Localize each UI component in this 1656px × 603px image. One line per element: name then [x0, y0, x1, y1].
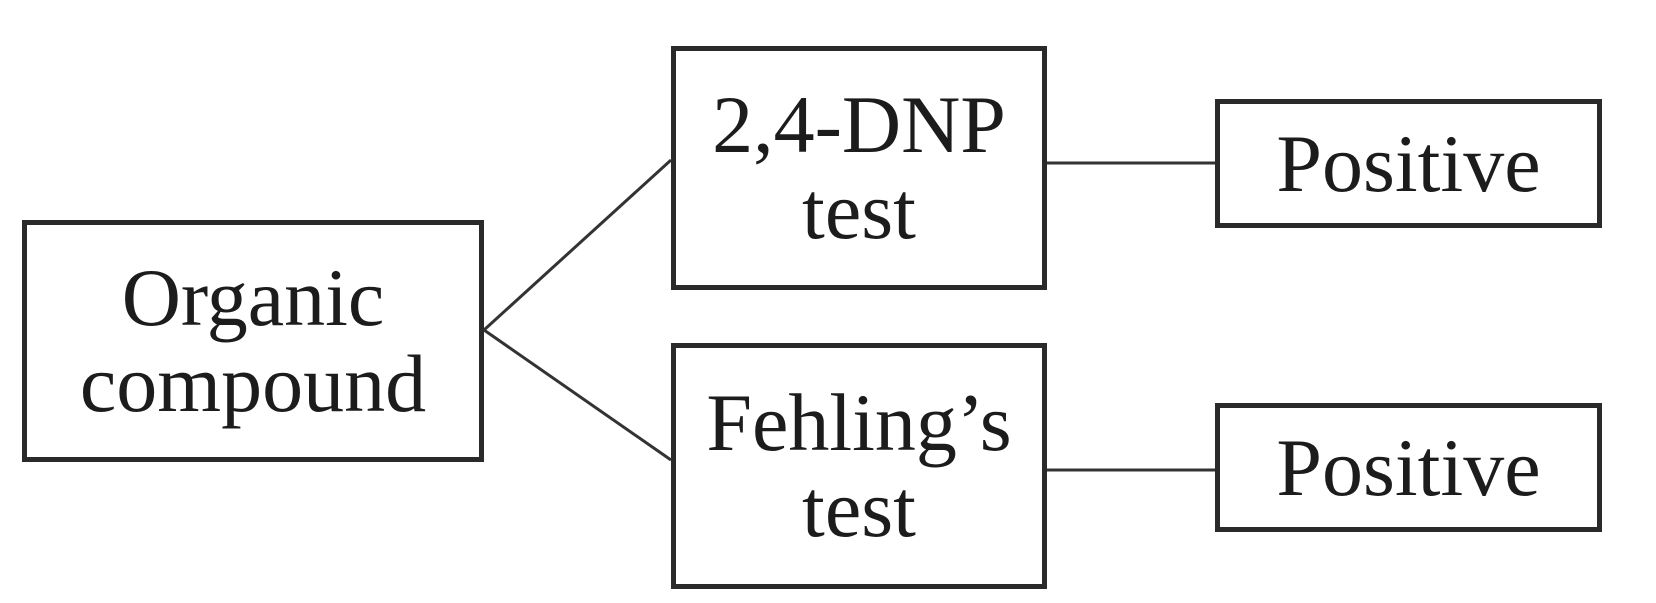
organic-compound-label-line2: compound — [79, 338, 427, 429]
connector-organic-to-dnp — [482, 158, 673, 332]
fehling-test-box: Fehling’s test — [671, 343, 1047, 589]
fehling-test-label-line1: Fehling’s — [706, 377, 1012, 468]
fehling-result-box: Positive — [1215, 403, 1602, 532]
connector-organic-to-fehling — [483, 328, 672, 462]
dnp-test-label-line2: test — [802, 165, 916, 256]
organic-compound-label-line1: Organic — [121, 252, 385, 343]
organic-compound-box: Organic compound — [22, 220, 484, 462]
fehling-result-label: Positive — [1276, 421, 1541, 513]
dnp-result-label: Positive — [1276, 117, 1541, 209]
dnp-test-label-line1: 2,4-DNP — [712, 79, 1006, 170]
fehling-test-label-line2: test — [802, 463, 916, 554]
dnp-result-box: Positive — [1215, 99, 1602, 228]
dnp-test-box: 2,4-DNP test — [671, 46, 1047, 290]
